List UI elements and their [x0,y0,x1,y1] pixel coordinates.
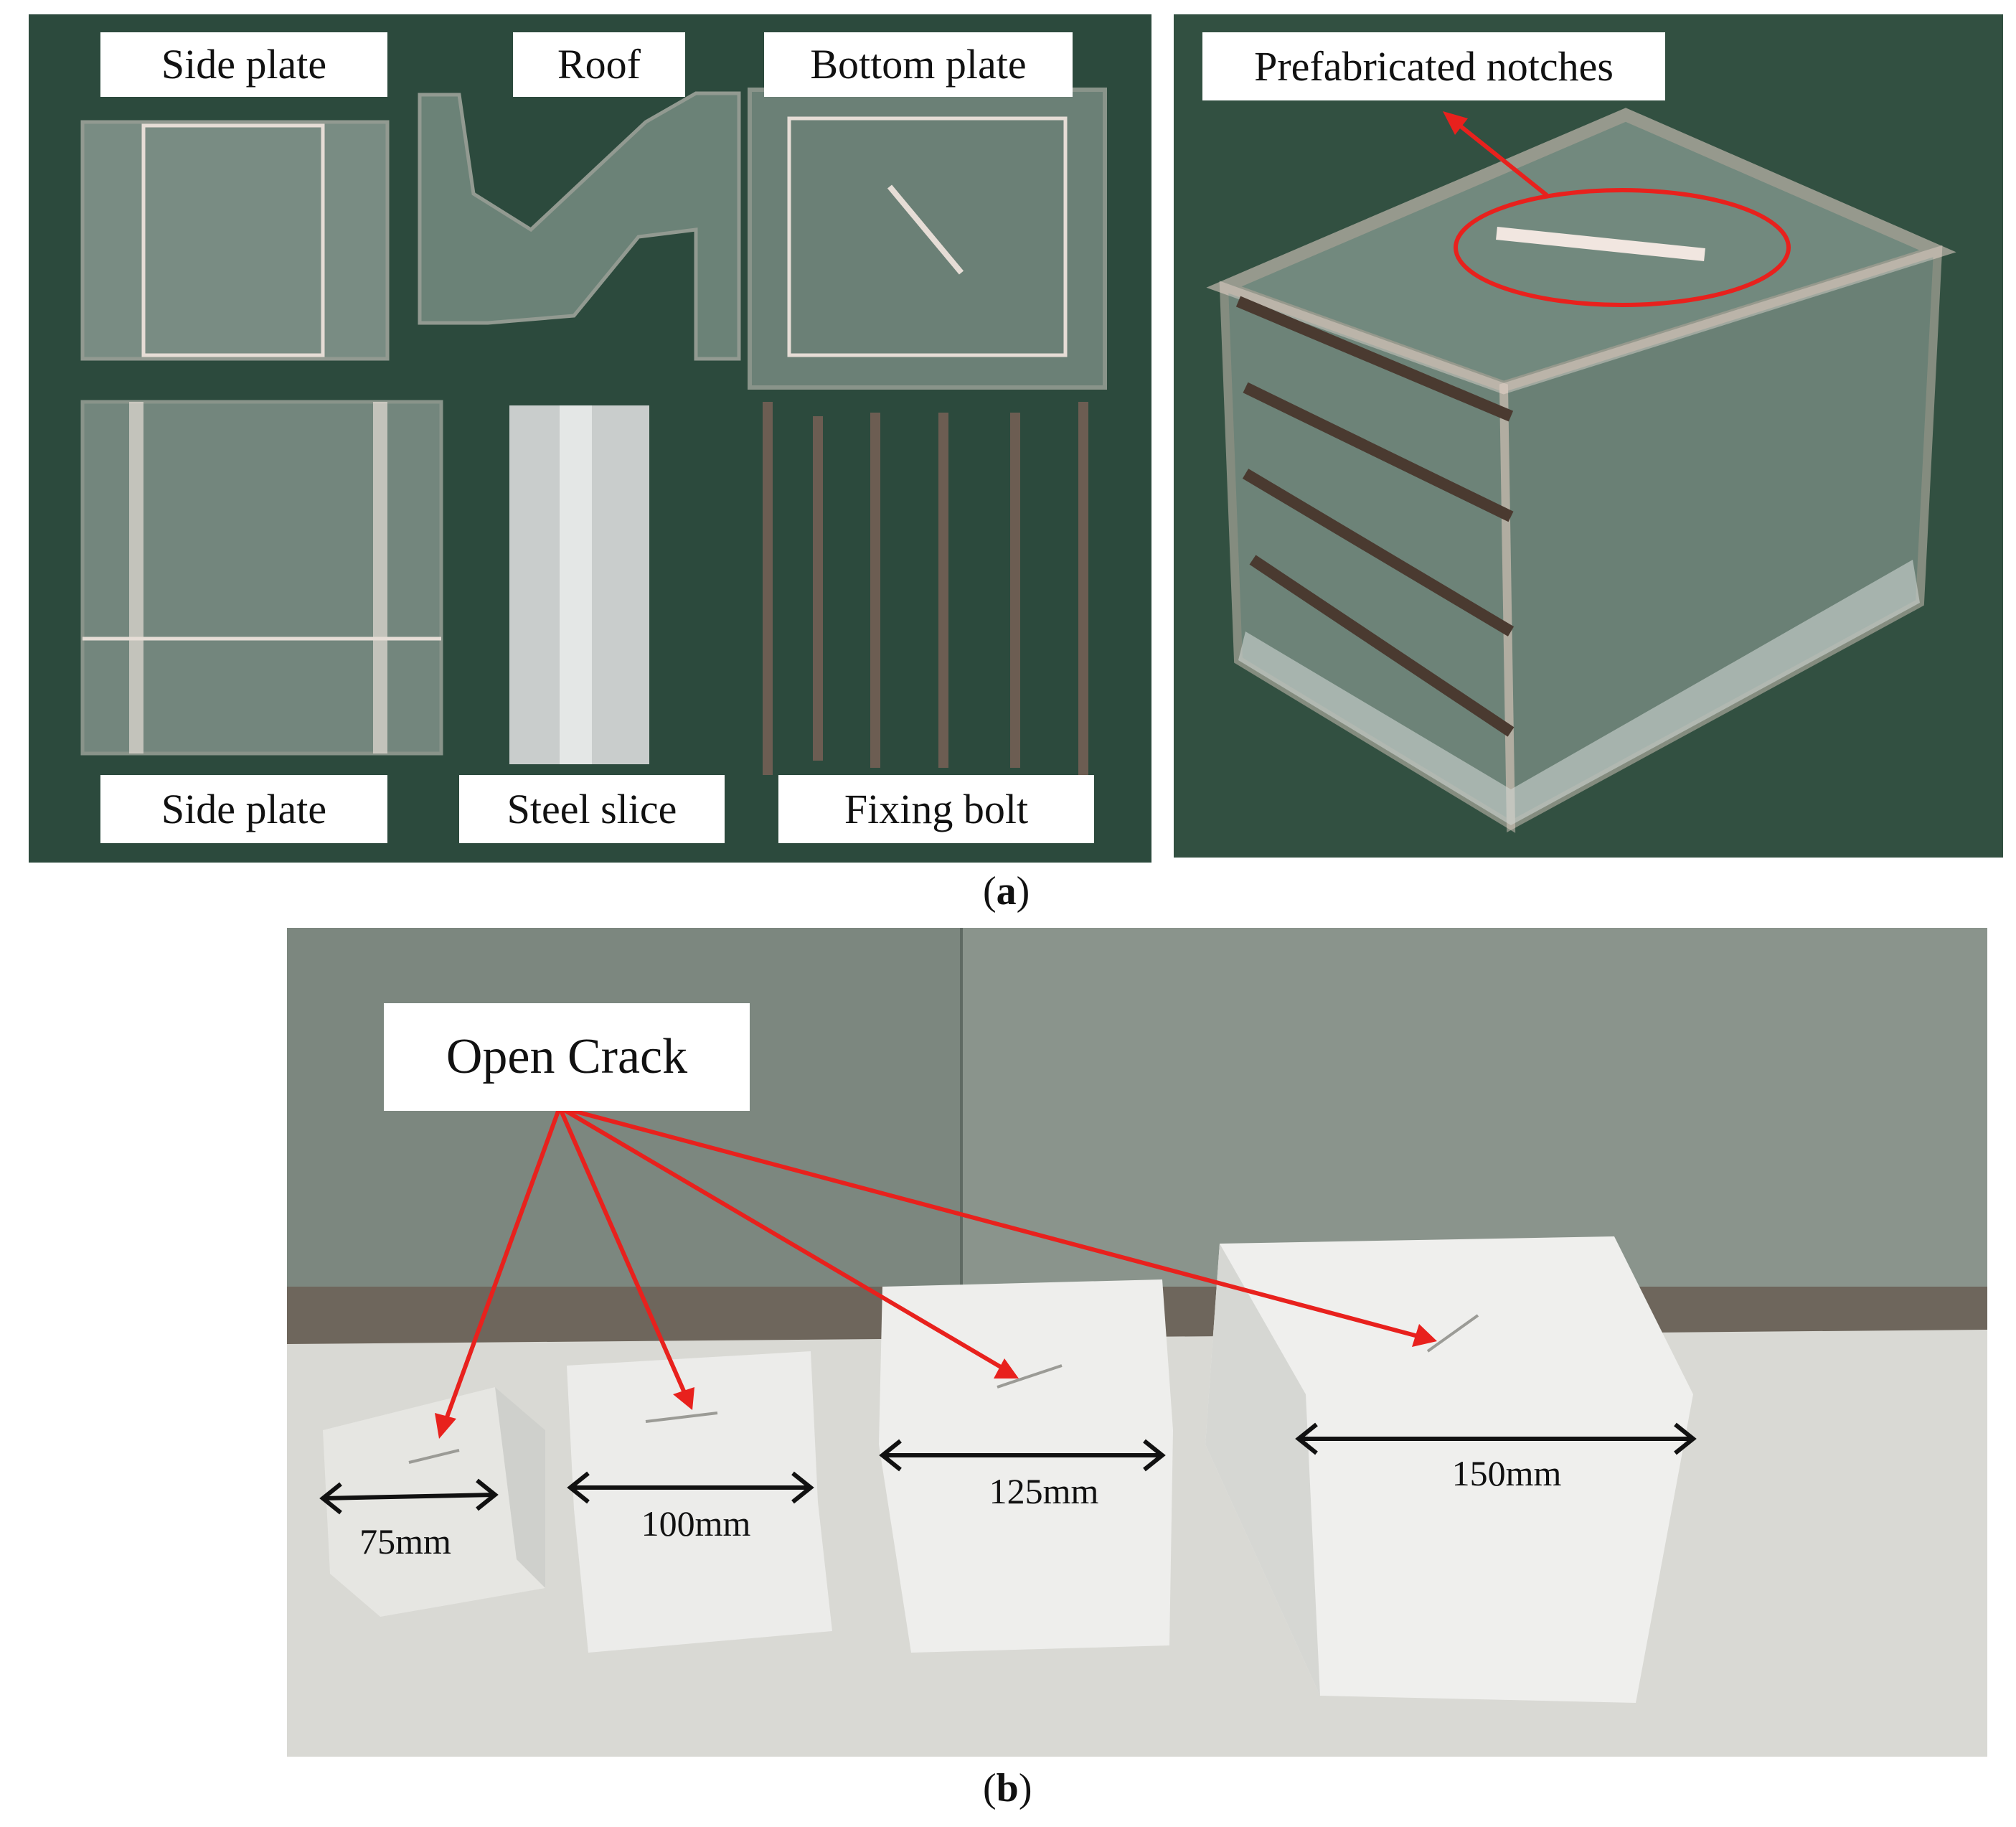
cube-150mm [1205,1236,1693,1703]
photo-cube-specimens: Open Crack 75mm 100mm 125mm 150mm [287,928,1987,1757]
size-label-100mm: 100mm [641,1503,751,1544]
label-fixing-bolt: Fixing bolt [778,775,1094,843]
prefabricated-notch [1496,227,1705,261]
cube-125mm [879,1279,1173,1653]
label-side-plate-top: Side plate [100,32,387,97]
caption-b: (b) [983,1766,1032,1810]
photo-assembled-mold: Prefabricated notches [1174,14,2003,858]
size-label-75mm: 75mm [359,1521,451,1561]
arrow-head-150mm [1412,1324,1437,1347]
cube-75mm [323,1387,545,1617]
label-side-plate-bottom: Side plate [100,775,387,843]
crack-arrows [443,1105,1421,1424]
roof-plate [418,91,741,361]
mold-illustration [1174,14,2003,858]
fixing-bolts [763,402,1088,775]
label-open-crack: Open Crack [384,1003,750,1111]
notch-highlight-ellipse [1454,188,1791,307]
caption-a: (a) [983,869,1030,914]
cubes-illustration [287,928,1987,1757]
label-steel-slice: Steel slice [459,775,725,843]
label-roof: Roof [513,32,685,97]
bottom-plate [748,88,1107,390]
label-prefabricated-notches: Prefabricated notches [1202,32,1665,100]
size-label-125mm: 125mm [989,1471,1099,1511]
photo-mold-parts: Side plate Roof Bottom plate Side plate … [29,14,1151,863]
label-bottom-plate: Bottom plate [764,32,1073,97]
notch-arrow-head [1443,111,1468,135]
cube-100mm [567,1351,832,1653]
arrow-head-125mm [994,1358,1019,1379]
size-label-150mm: 150mm [1451,1453,1562,1493]
arrow-head-100mm [673,1387,694,1410]
side-plate-top [80,120,390,361]
dimension-arrows [322,1437,1693,1500]
parts-illustration [29,14,1151,863]
arrow-head-75mm [435,1413,456,1439]
